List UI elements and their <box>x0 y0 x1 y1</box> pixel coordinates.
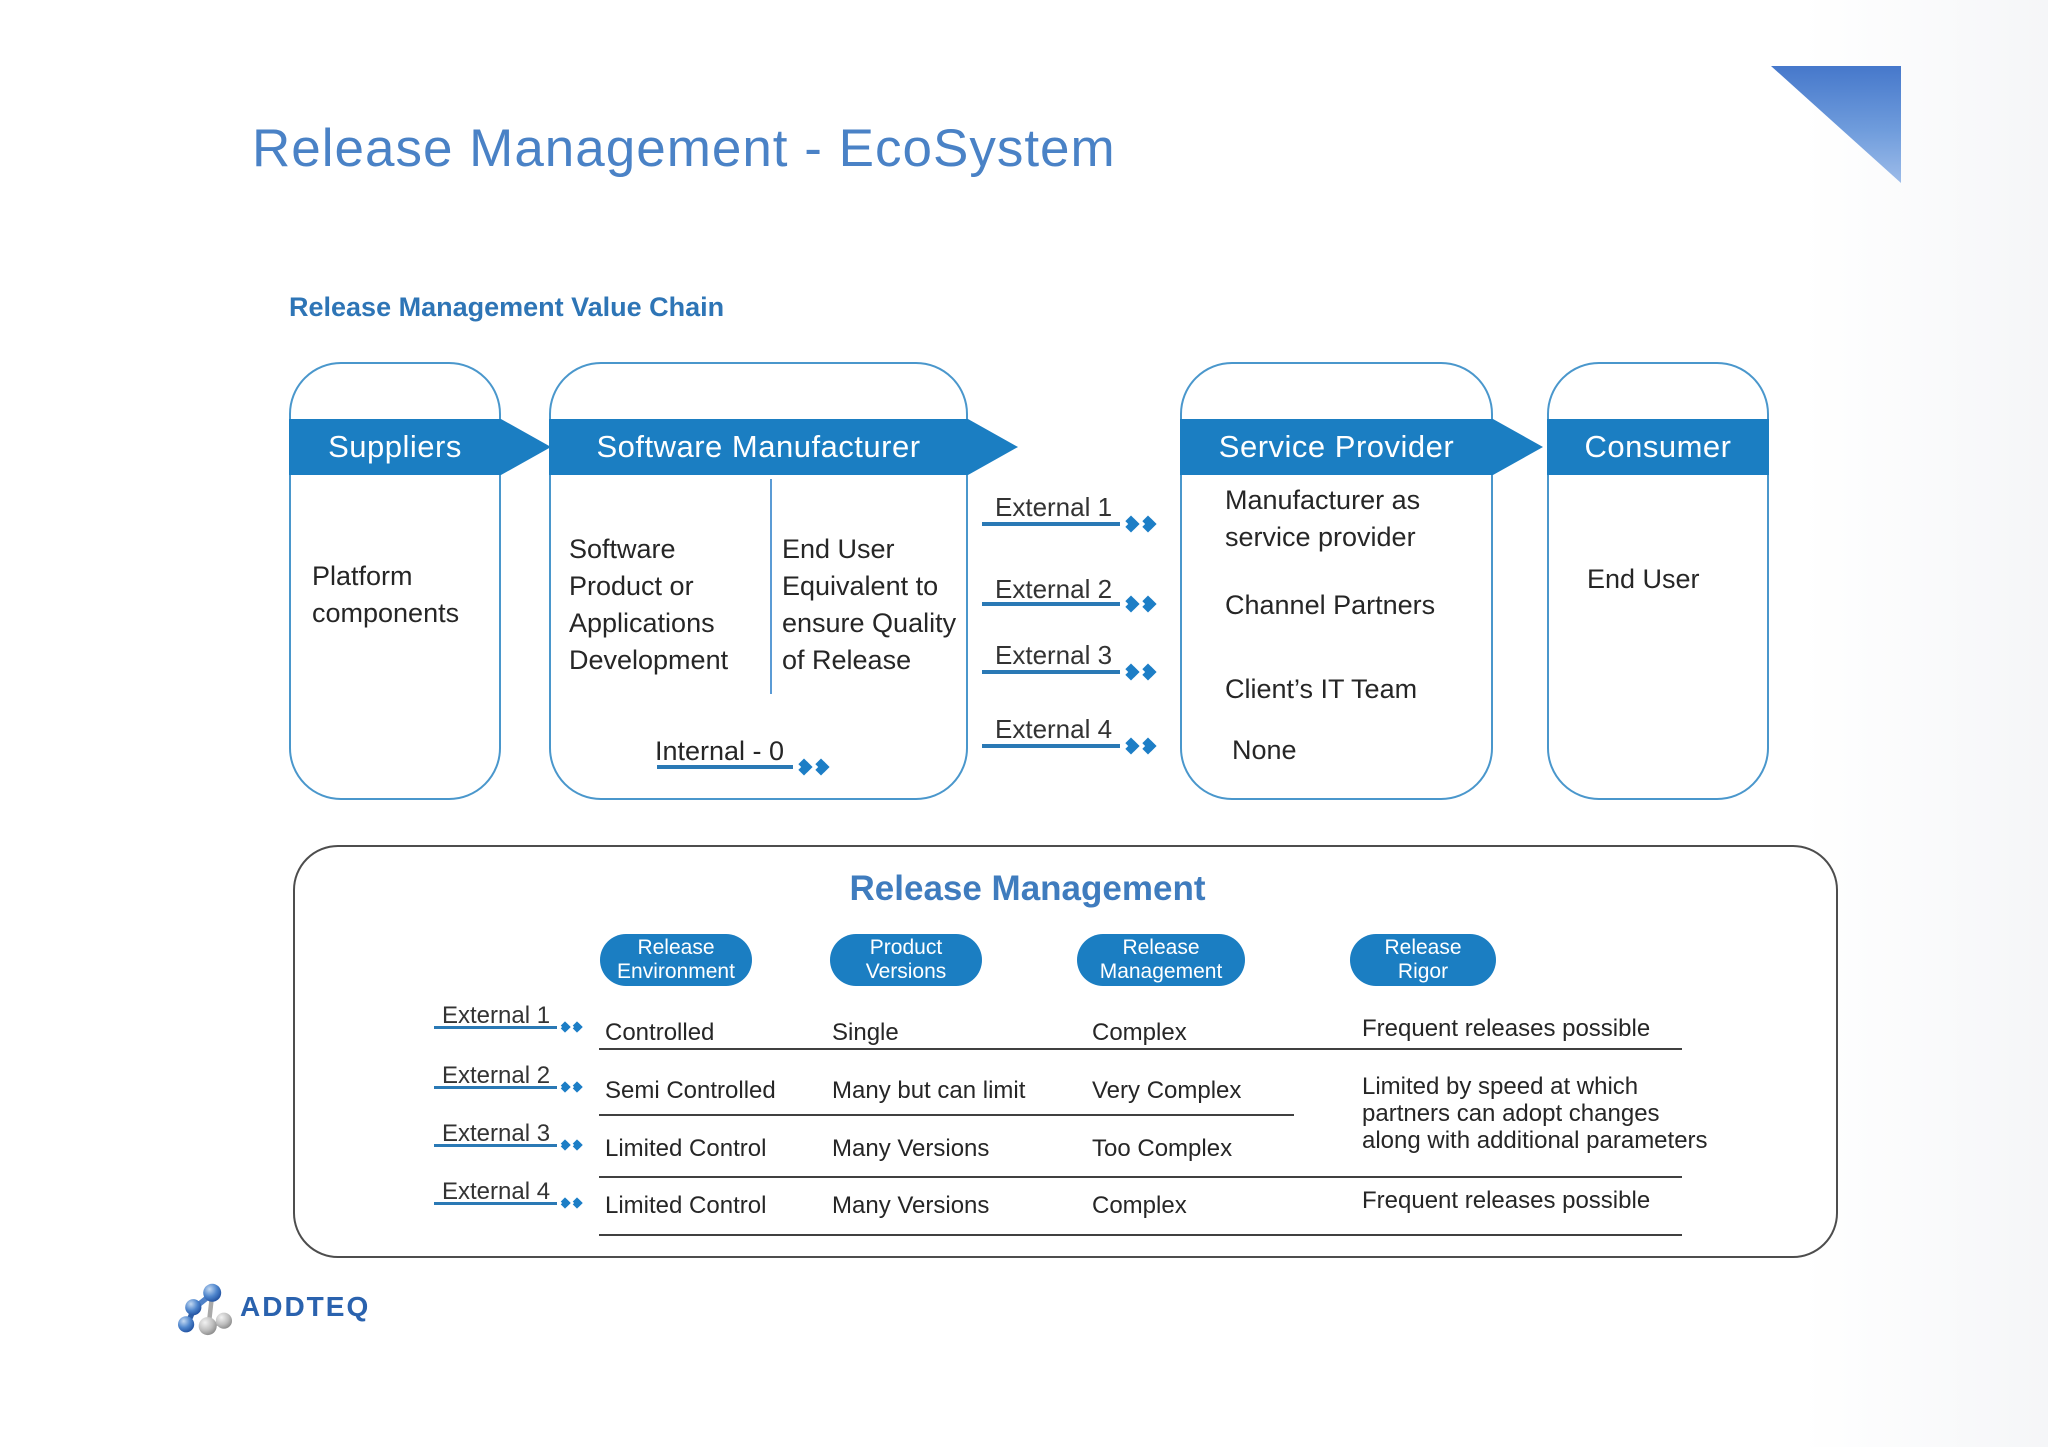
section-title: Release Management Value Chain <box>289 292 725 322</box>
flow-label-external-3: External 3 <box>995 640 1113 670</box>
flow-arrow-external-4 <box>982 737 1157 755</box>
column-divider <box>770 479 772 694</box>
service-provider-item: None <box>1232 735 1297 765</box>
row-label-external-4: External 4 <box>442 1178 551 1205</box>
release-management-panel: Release Management Release Environment P… <box>293 845 1838 1258</box>
cell-release-environment: Semi Controlled <box>605 1077 776 1104</box>
addteq-molecule-icon <box>178 1283 232 1336</box>
arrow-line <box>434 1201 557 1205</box>
cell-release-management: Complex <box>1092 1019 1187 1046</box>
arrow-line <box>434 1143 557 1147</box>
row-divider <box>599 1234 1682 1236</box>
cell-product-versions: Many Versions <box>832 1192 990 1219</box>
arrow-line <box>982 602 1120 606</box>
row-arrow-external-1 <box>434 1021 583 1033</box>
column-header-release-rigor: Release Rigor <box>1350 934 1496 986</box>
service-provider-item: Manufacturer as service provider <box>1225 485 1421 552</box>
chevron-right-icon <box>559 1021 571 1033</box>
stage-suppliers-header: Suppliers <box>289 419 551 475</box>
row-arrow-external-2 <box>434 1081 583 1093</box>
internal-flow-arrow <box>657 758 830 776</box>
chevron-right-icon <box>571 1197 583 1209</box>
stage-service-provider-label: Service Provider <box>1218 429 1455 464</box>
chevron-right-icon <box>571 1139 583 1151</box>
row-label-external-2: External 2 <box>442 1062 551 1089</box>
chevron-right-icon <box>1122 737 1140 755</box>
software-manufacturer-right-column: End User Equivalent to ensure Quality of… <box>782 534 957 675</box>
chevron-right-icon <box>571 1021 583 1033</box>
flow-arrow-external-2 <box>982 595 1157 613</box>
cell-release-rigor: Frequent releases possible <box>1362 1187 1651 1214</box>
arrow-line <box>657 765 793 769</box>
chevron-right-icon <box>559 1139 571 1151</box>
stage-service-provider-header: Service Provider <box>1180 419 1543 475</box>
flow-label-external-1: External 1 <box>995 492 1113 522</box>
chevron-right-icon <box>1122 595 1140 613</box>
cell-release-rigor: Frequent releases possible <box>1362 1015 1651 1042</box>
chevron-right-icon <box>1139 515 1157 533</box>
cell-product-versions: Many Versions <box>832 1135 990 1162</box>
row-label-external-3: External 3 <box>442 1120 551 1147</box>
chevron-right-icon <box>559 1197 571 1209</box>
column-header-release-environment: Release Environment <box>600 934 752 986</box>
stage-consumer-label: Consumer <box>1584 429 1732 464</box>
software-manufacturer-left-column: Software Product or Applications Develop… <box>569 534 729 675</box>
cell-release-environment: Limited Control <box>605 1192 767 1219</box>
arrow-line <box>434 1085 557 1089</box>
cell-product-versions: Single <box>832 1019 899 1046</box>
addteq-logo: ADDTEQ <box>178 1281 370 1337</box>
chevron-right-icon <box>559 1081 571 1093</box>
stage-software-manufacturer-header: Software Manufacturer <box>549 419 1018 475</box>
cell-release-management: Complex <box>1092 1192 1187 1219</box>
row-arrow-external-4 <box>434 1197 583 1209</box>
stage-consumer-header: Consumer <box>1547 419 1769 475</box>
cell-release-rigor-spanning: Limited by speed at which partners can a… <box>1362 1073 1708 1154</box>
page-title: Release Management - EcoSystem <box>252 119 1116 178</box>
addteq-logo-text: ADDTEQ <box>240 1291 371 1322</box>
chevron-right-icon <box>1122 515 1140 533</box>
corner-triangle-decoration <box>1771 66 1901 183</box>
flow-label-external-4: External 4 <box>995 714 1113 744</box>
flow-arrow-external-3 <box>982 663 1157 681</box>
chevron-right-icon <box>1122 663 1140 681</box>
column-header-release-management: Release Management <box>1077 934 1245 986</box>
panel-title: Release Management <box>849 869 1206 908</box>
stage-software-manufacturer: Software Manufacturer Software Product o… <box>549 362 1018 800</box>
service-provider-item: Client’s IT Team <box>1225 674 1418 704</box>
flow-label-external-2: External 2 <box>995 574 1113 604</box>
row-label-external-1: External 1 <box>442 1002 551 1029</box>
row-divider-short <box>599 1114 1294 1116</box>
cell-product-versions: Many but can limit <box>832 1077 1026 1104</box>
service-provider-item: Channel Partners <box>1225 590 1436 620</box>
flow-arrow-external-1 <box>982 515 1157 533</box>
consumer-item: End User <box>1587 564 1700 594</box>
internal-flow-label: Internal - 0 <box>655 736 785 766</box>
suppliers-body-text: Platform components <box>312 561 460 628</box>
chevron-right-icon <box>1139 595 1157 613</box>
chevron-right-icon <box>812 758 830 776</box>
row-divider <box>599 1176 1682 1178</box>
arrow-line <box>982 670 1120 674</box>
cell-release-environment: Controlled <box>605 1019 715 1046</box>
row-arrow-external-3 <box>434 1139 583 1151</box>
stage-suppliers-label: Suppliers <box>328 429 462 464</box>
arrow-line <box>434 1025 557 1029</box>
cell-release-management: Too Complex <box>1092 1135 1233 1162</box>
arrow-line <box>982 522 1120 526</box>
row-divider <box>599 1048 1682 1050</box>
chevron-right-icon <box>1139 663 1157 681</box>
stage-consumer: Consumer End User <box>1547 362 1769 800</box>
chevron-right-icon <box>795 758 813 776</box>
arrow-line <box>982 744 1120 748</box>
chevron-right-icon <box>1139 737 1157 755</box>
cell-release-environment: Limited Control <box>605 1135 767 1162</box>
stage-software-manufacturer-label: Software Manufacturer <box>596 429 921 464</box>
stage-suppliers: Suppliers Platform components <box>289 362 551 800</box>
column-header-product-versions: Product Versions <box>830 934 982 986</box>
stage-service-provider: Service Provider Manufacturer as service… <box>1180 362 1543 800</box>
chevron-right-icon <box>571 1081 583 1093</box>
cell-release-management: Very Complex <box>1092 1077 1242 1104</box>
